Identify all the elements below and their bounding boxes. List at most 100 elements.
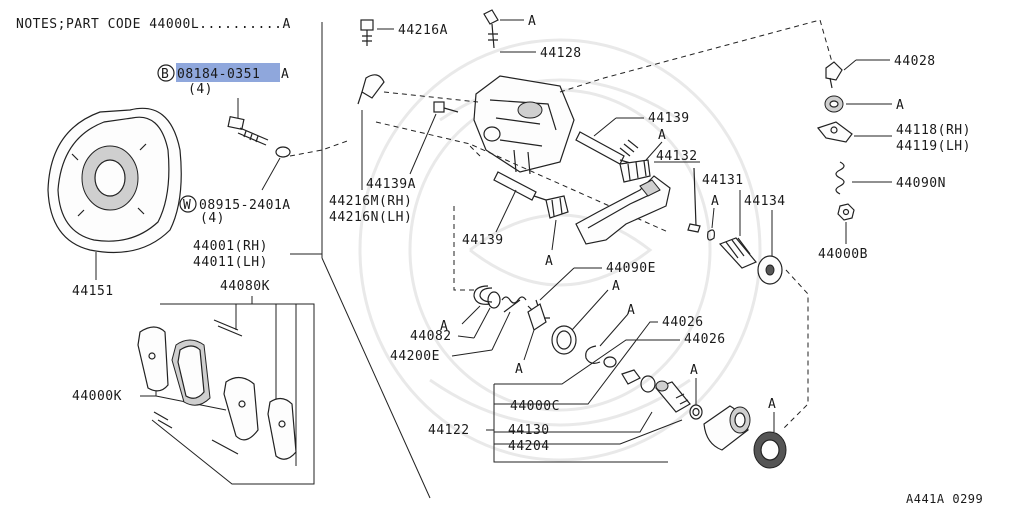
adjuster-gear-part [757, 255, 783, 285]
bolt-part-suffix: A [281, 67, 289, 82]
guide-pin-lower-part [493, 171, 569, 251]
adjuster-rod-part [654, 380, 691, 413]
marker-a-1: A [528, 14, 536, 29]
washer-part [261, 139, 351, 191]
washer-part-number[interactable]: 08915-2401A [199, 198, 291, 213]
label-44130[interactable]: 44130 [508, 423, 550, 438]
label-44132[interactable]: 44132 [656, 149, 698, 164]
hose-bracket-part [357, 74, 385, 190]
bolt-circle-letter: B [161, 67, 169, 82]
marker-a-9: A [627, 303, 635, 318]
guide-bolt-part [409, 101, 459, 175]
marker-a-2: A [658, 128, 666, 143]
label-44151[interactable]: 44151 [72, 284, 114, 299]
guide-pin-upper-part [575, 117, 644, 165]
adjusting-screw-part [718, 237, 757, 269]
axis-top [559, 19, 833, 93]
rod-seal-part [689, 404, 703, 420]
label-44026-lower[interactable]: 44026 [684, 332, 726, 347]
label-44026-upper[interactable]: 44026 [662, 315, 704, 330]
label-44139-lower[interactable]: 44139 [462, 233, 504, 248]
bolt-qty: (4) [188, 82, 213, 97]
leader-a-4 [711, 207, 715, 229]
piston-seal-ring-part [551, 289, 609, 355]
bleeder-bolt-part [360, 19, 394, 46]
o-ring-part [640, 375, 656, 393]
bleeder-screw-part [483, 9, 536, 53]
label-44204[interactable]: 44204 [508, 439, 550, 454]
label-44011[interactable]: 44011(LH) [193, 255, 268, 270]
axis-small [469, 145, 481, 157]
spring-cover-part [523, 267, 602, 361]
marker-a-6: A [440, 319, 448, 334]
bolt-part [227, 98, 269, 146]
small-washer-part [603, 356, 617, 368]
retainer-part [473, 291, 501, 339]
label-44216M[interactable]: 44216M(RH) [329, 194, 412, 209]
marker-a-4: A [711, 194, 719, 209]
part-number-highlight [176, 63, 280, 82]
label-44090N[interactable]: 44090N [896, 176, 946, 191]
label-44118[interactable]: 44118(RH) [896, 123, 971, 138]
backing-plate-part [47, 107, 182, 280]
pin-boot-upper-part [619, 159, 651, 183]
lever-part [816, 121, 892, 143]
label-44080K[interactable]: 44080K [220, 279, 270, 294]
marker-a-11: A [768, 397, 776, 412]
label-44028[interactable]: 44028 [894, 54, 936, 69]
return-spring-part [835, 161, 892, 195]
label-44000C[interactable]: 44000C [510, 399, 560, 414]
label-44216A[interactable]: 44216A [398, 23, 448, 38]
piston-part [703, 405, 751, 451]
seal-stack-brace [486, 321, 683, 463]
bolt-callout: B 08184-0351 A (4) [157, 63, 289, 97]
label-44000K[interactable]: 44000K [72, 389, 122, 404]
axis-left [453, 206, 476, 291]
lever-nut-part [825, 59, 890, 89]
piston-boot-part [753, 412, 787, 469]
brake-pads-part [137, 319, 297, 460]
caliper-support-part [575, 175, 671, 245]
axis-bracket [383, 91, 479, 103]
notes-text: NOTES;PART CODE 44000L..........A [16, 17, 291, 32]
washer-qty: (4) [200, 211, 225, 226]
marker-a-5: A [896, 98, 904, 113]
divider-diagonal [321, 257, 431, 499]
piston-spring-part [491, 296, 527, 351]
retaining-pin-part [687, 167, 701, 233]
label-44200E[interactable]: 44200E [390, 349, 440, 364]
lever-nut-lower-part [837, 203, 855, 244]
label-44090E[interactable]: 44090E [606, 261, 656, 276]
axis-right [781, 269, 809, 431]
leader-a-2 [645, 141, 663, 161]
marker-a-7: A [515, 362, 523, 377]
label-44139-upper[interactable]: 44139 [648, 111, 690, 126]
leader-44200E [451, 349, 493, 357]
label-44000B[interactable]: 44000B [818, 247, 868, 262]
label-44139A[interactable]: 44139A [366, 177, 416, 192]
clip-part [707, 229, 715, 241]
caliper-body-part [473, 75, 575, 175]
pad-kit-bracket [151, 296, 315, 485]
snap-ring-part [461, 285, 493, 325]
marker-a-3: A [545, 254, 553, 269]
label-44131[interactable]: 44131 [702, 173, 744, 188]
bolt-part-number[interactable]: 08184-0351 [177, 67, 260, 82]
lever-seal-part [824, 95, 892, 113]
leader-44082 [457, 335, 475, 339]
washer-circle-letter: W [183, 198, 191, 213]
wave-washer-part [621, 369, 641, 385]
marker-a-10: A [690, 363, 698, 378]
dust-seal-part [585, 313, 629, 364]
label-44134[interactable]: 44134 [744, 194, 786, 209]
label-44128[interactable]: 44128 [540, 46, 582, 61]
label-44216N[interactable]: 44216N(LH) [329, 210, 412, 225]
label-44082[interactable]: 44082 [410, 329, 452, 344]
label-44001[interactable]: 44001(RH) [193, 239, 268, 254]
washer-callout: W 08915-2401A (4) [179, 195, 291, 226]
label-44122[interactable]: 44122 [428, 423, 470, 438]
figure-code: A441A 0299 [906, 492, 983, 506]
label-44119[interactable]: 44119(LH) [896, 139, 971, 154]
